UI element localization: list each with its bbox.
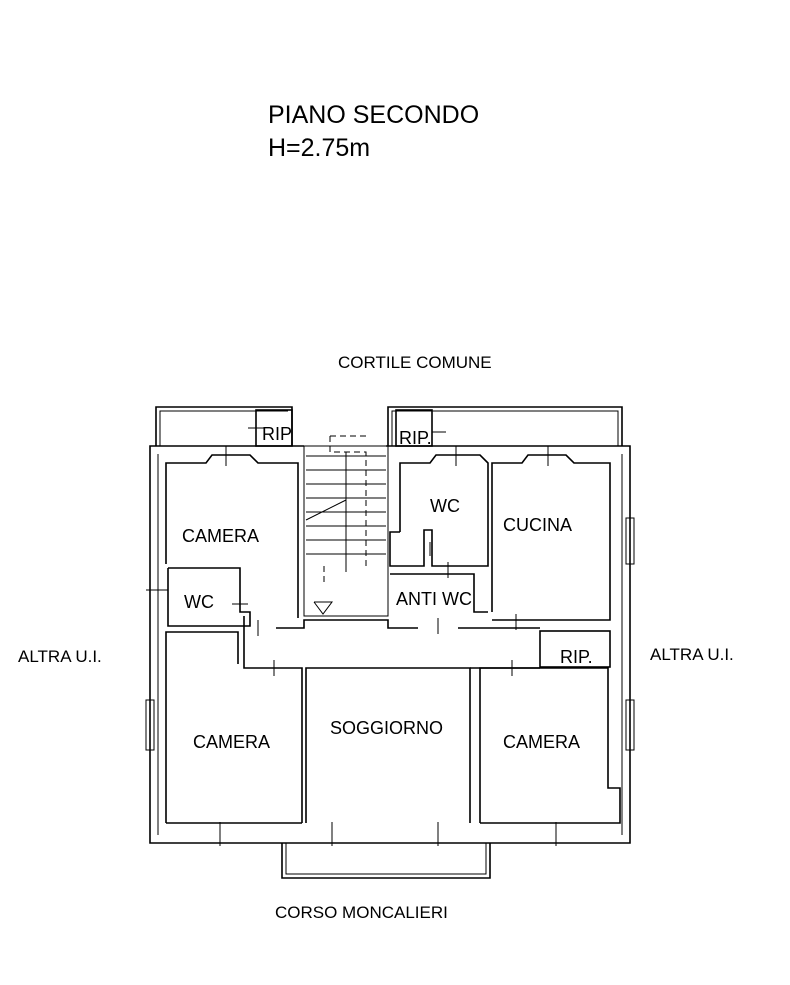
storage-rooms [255, 409, 611, 668]
room-walls [165, 445, 621, 824]
outer-walls [149, 445, 631, 844]
room-label-soggiorno: SOGGIORNO [330, 718, 443, 738]
room-label-anti-wc: ANTI WC [396, 589, 472, 609]
room-label-rip-right: RIP. [399, 428, 432, 448]
label-east: ALTRA U.I. [650, 645, 734, 664]
label-west: ALTRA U.I. [18, 647, 102, 666]
plan-title: PIANO SECONDO [268, 101, 479, 129]
north-balconies [155, 406, 623, 446]
room-label-camera-bottom-right: CAMERA [503, 732, 580, 752]
room-label-wc-left: WC [184, 592, 214, 612]
room-label-camera-bottom-left: CAMERA [193, 732, 270, 752]
room-label-rip-left: RIP [262, 424, 292, 444]
room-label-cucina: CUCINA [503, 515, 572, 535]
label-south: CORSO MONCALIERI [275, 903, 448, 922]
openings [145, 427, 635, 846]
plan-height: H=2.75m [268, 134, 370, 162]
room-label-rip-east: RIP. [560, 647, 593, 667]
staircase [305, 435, 386, 615]
south-balcony [281, 843, 491, 879]
label-north: CORTILE COMUNE [338, 353, 492, 372]
room-label-wc-right: WC [430, 496, 460, 516]
room-label-camera-top-left: CAMERA [182, 526, 259, 546]
